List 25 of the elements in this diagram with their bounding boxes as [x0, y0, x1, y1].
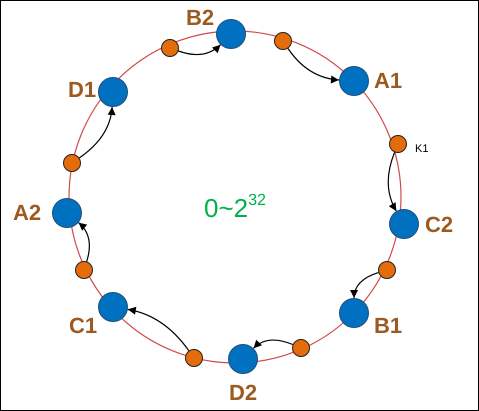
key-node [274, 32, 292, 50]
node-label: B1 [374, 315, 402, 337]
arrow [350, 272, 379, 298]
key-node [161, 39, 179, 57]
node-label: A2 [13, 202, 42, 224]
arrow [388, 152, 397, 212]
key-node [63, 154, 81, 172]
key-node [378, 261, 396, 279]
arrow [79, 106, 116, 158]
key-label: K1 [415, 144, 428, 155]
key-node [75, 261, 93, 279]
arrow [128, 307, 190, 352]
arrow [253, 339, 293, 349]
node-label: D1 [68, 79, 96, 101]
node-label: D2 [229, 382, 258, 404]
node-label: C2 [425, 214, 454, 236]
key-node [292, 339, 310, 357]
arrow [78, 222, 90, 262]
arrow [178, 44, 221, 56]
range-label: 0~2$^{32}$ [204, 195, 266, 221]
arrow [288, 48, 340, 84]
node-label: C1 [69, 315, 98, 337]
key-node [185, 349, 203, 367]
node-label: B2 [186, 7, 214, 29]
node-label: A1 [374, 70, 402, 92]
